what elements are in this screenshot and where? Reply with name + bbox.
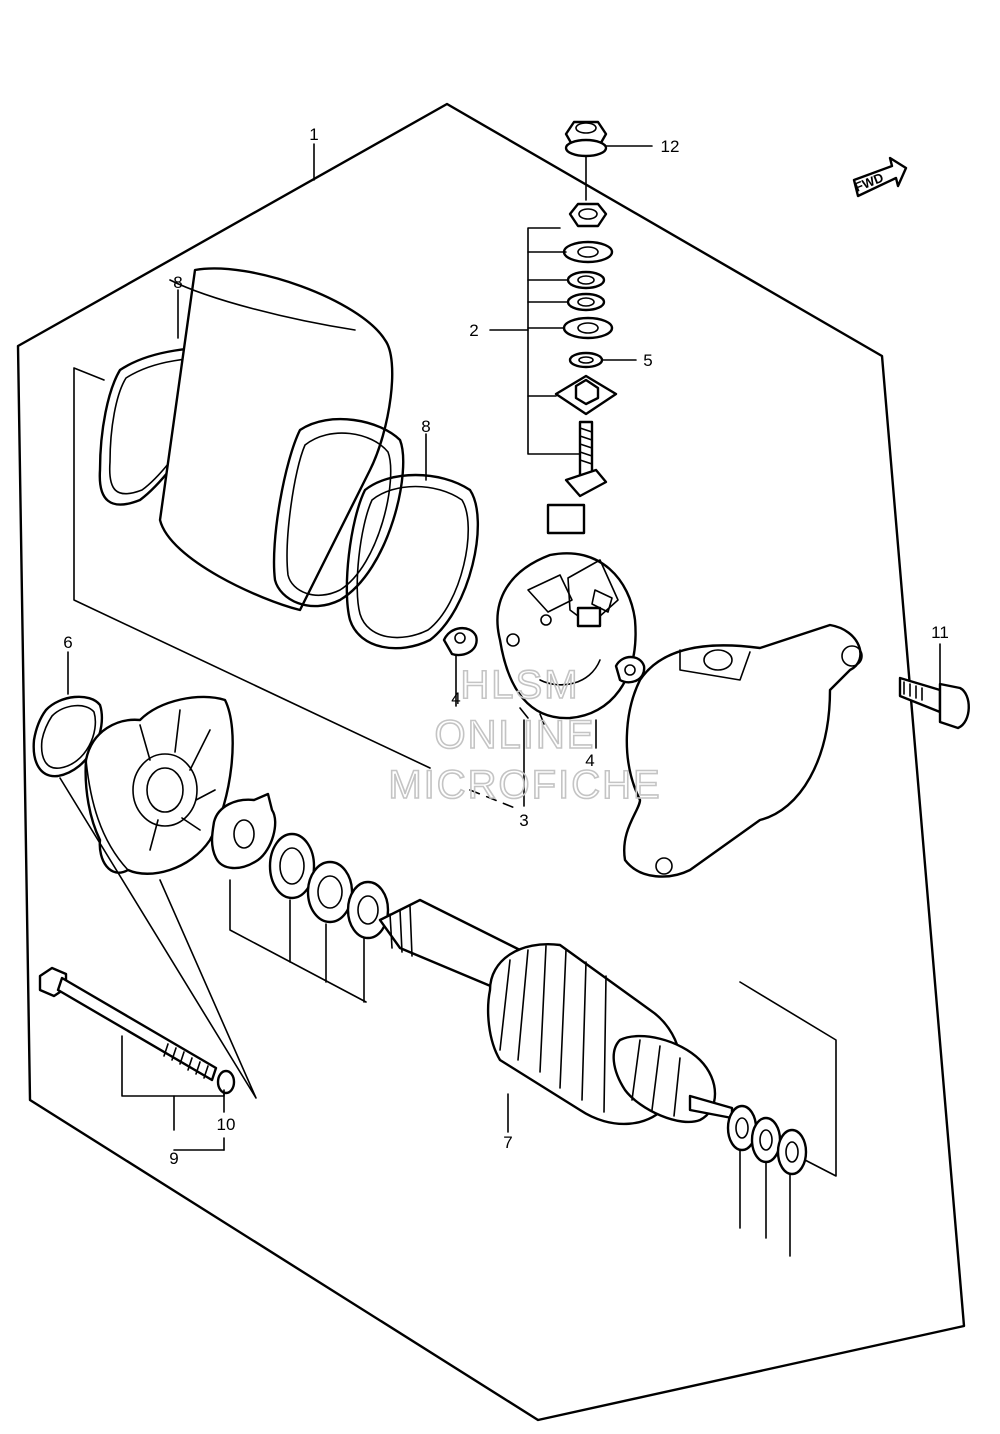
fwd-arrow-icon: FWD [853,156,908,198]
terminal-kit-2 [546,202,618,535]
parts-box-line-dash [469,789,521,811]
bolt-11 [898,676,970,730]
watermark-line-3: MICROFICHE [388,763,661,807]
watermark-line-2: ONLINE [435,713,596,757]
callout-9: 9 [169,1149,178,1168]
thrust-washer-stack [210,792,390,940]
parts-box-line-top [73,367,431,769]
brush-spring-4-right [614,655,646,684]
rear-washers [726,1104,808,1176]
callout-12: 12 [661,137,680,156]
through-bolt-9 [38,966,218,1082]
callout-11: 11 [931,623,949,642]
bolt-9-bracket [121,1035,225,1097]
watermark: HLSM ONLINE MICROFICHE [388,662,661,808]
callout-4-left: 4 [451,689,460,708]
brush-holder-3 [496,552,637,725]
assembly-outline [16,102,966,1422]
callout-4-right: 4 [585,751,594,770]
parts-box-line-right [739,981,837,1177]
o-ring-8-right [345,473,480,650]
washer-bracket [229,879,367,1003]
callout-8-left: 8 [173,273,182,292]
callout-7: 7 [503,1133,512,1152]
washer-5 [568,351,604,369]
callout-5: 5 [643,351,652,370]
o-ring-6 [32,695,104,778]
front-housing [84,695,234,875]
armature-7 [378,898,734,1126]
callout-3: 3 [519,811,528,830]
brush-spring-4-left [442,627,478,657]
callout-8-right: 8 [421,417,430,436]
terminal-kit-bracket [527,227,581,455]
yoke-housing-1 [158,267,405,612]
front-guide [59,777,257,1099]
terminal-nut-12 [564,120,608,158]
callout-6: 6 [63,633,72,652]
washer-10 [216,1069,236,1095]
callout-10: 10 [217,1115,236,1134]
rear-housing-cover [623,623,863,878]
watermark-line-1: HLSM [460,663,579,707]
callout-1: 1 [309,125,318,144]
callout-2: 2 [469,321,478,340]
